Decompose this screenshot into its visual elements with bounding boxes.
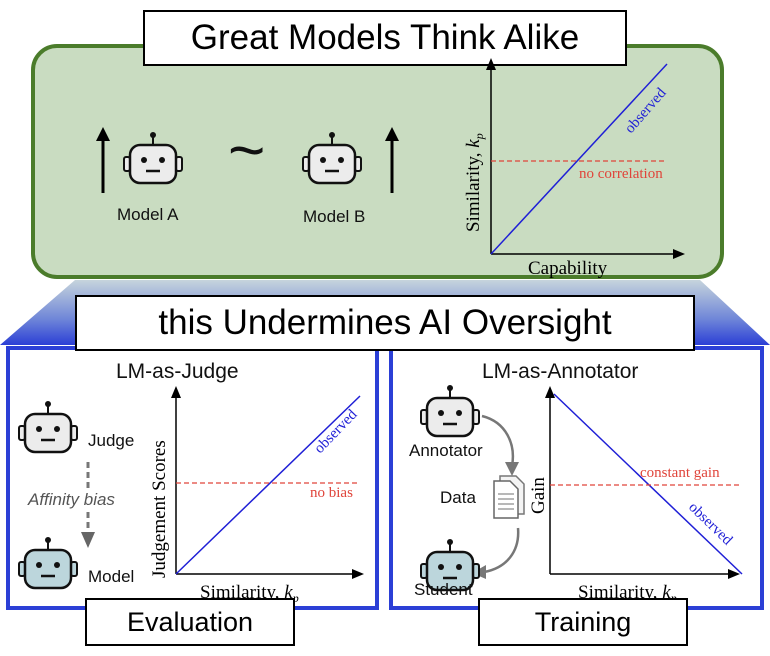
observed-label: observed (311, 406, 360, 456)
capability-chart: observed no correlation Capability Simil… (463, 58, 685, 279)
baseline-label: no bias (310, 485, 353, 501)
model-robot-icon (18, 537, 78, 590)
baseline-label: constant gain (640, 465, 720, 481)
robot-icon-a (123, 132, 183, 185)
model-b-label: Model B (303, 207, 366, 226)
annotator-label: Annotator (409, 441, 483, 460)
model-b-group (302, 127, 399, 193)
model-label: Model (88, 567, 135, 586)
observed-label: observed (685, 499, 735, 548)
student-label: Student (414, 580, 473, 599)
y-axis-label: Similarity, kp (463, 133, 486, 232)
training-footer: Training (478, 598, 688, 646)
judge-chart: observed no bias Similarity, kp Judgemen… (149, 386, 364, 604)
x-axis-label: Similarity, kp (578, 582, 677, 604)
student-robot-icon (420, 539, 480, 592)
gain-chart: observed constant gain Similarity, kp Ga… (530, 386, 743, 604)
model-a-label: Model A (117, 205, 179, 224)
judge-heading: LM-as-Judge (116, 360, 239, 383)
robot-icon-b (302, 132, 362, 185)
section-title: this Undermines AI Oversight (75, 295, 695, 351)
annotator-heading: LM-as-Annotator (482, 360, 639, 383)
page-title: Great Models Think Alike (143, 10, 627, 66)
baseline-label: no correlation (579, 166, 663, 182)
document-icon (493, 475, 525, 519)
x-axis-label: Similarity, kp (200, 582, 299, 604)
y-axis-label: Gain (530, 477, 549, 514)
observed-label: observed (622, 85, 670, 137)
observed-line (175, 395, 361, 575)
x-axis-label: Capability (528, 258, 608, 279)
observed-line (490, 63, 668, 255)
model-a-group (96, 127, 183, 193)
similarity-tilde: ~ (228, 114, 266, 186)
affinity-bias-label: Affinity bias (26, 490, 117, 510)
evaluation-footer: Evaluation (85, 598, 295, 646)
judge-label: Judge (88, 431, 135, 450)
y-axis-label: Judgement Scores (149, 440, 170, 578)
judge-robot-icon (18, 401, 78, 454)
data-label: Data (440, 488, 476, 507)
observed-line (553, 393, 743, 575)
annotator-robot-icon (420, 385, 480, 438)
flow-arrows (472, 414, 520, 579)
